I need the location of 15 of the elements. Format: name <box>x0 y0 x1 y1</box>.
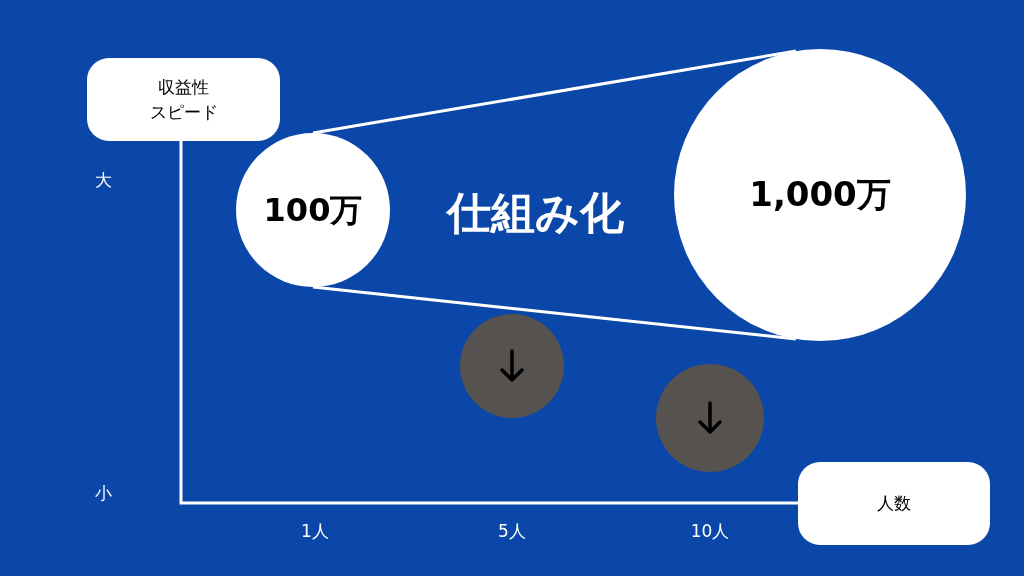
axis-tick-label: 5人 <box>498 519 526 543</box>
axis-title: 人数 <box>877 492 911 516</box>
value-text: 100万 <box>263 189 363 231</box>
axis-tick-label: 10人 <box>690 519 730 543</box>
axis-title-box <box>87 58 280 141</box>
connector-line <box>312 49 797 135</box>
axis-title-box <box>798 462 990 545</box>
value-text: 1,000万 <box>749 173 891 217</box>
heading-text: 仕組み化 <box>446 185 624 240</box>
connector-line <box>312 285 797 341</box>
axis-title: スピード <box>149 100 218 124</box>
axis-title: 収益性 <box>158 75 209 99</box>
axis-tick-label: 1人 <box>301 519 329 543</box>
axis-tick-label: 小 <box>94 481 112 505</box>
axis-tick-label: 大 <box>94 168 112 192</box>
